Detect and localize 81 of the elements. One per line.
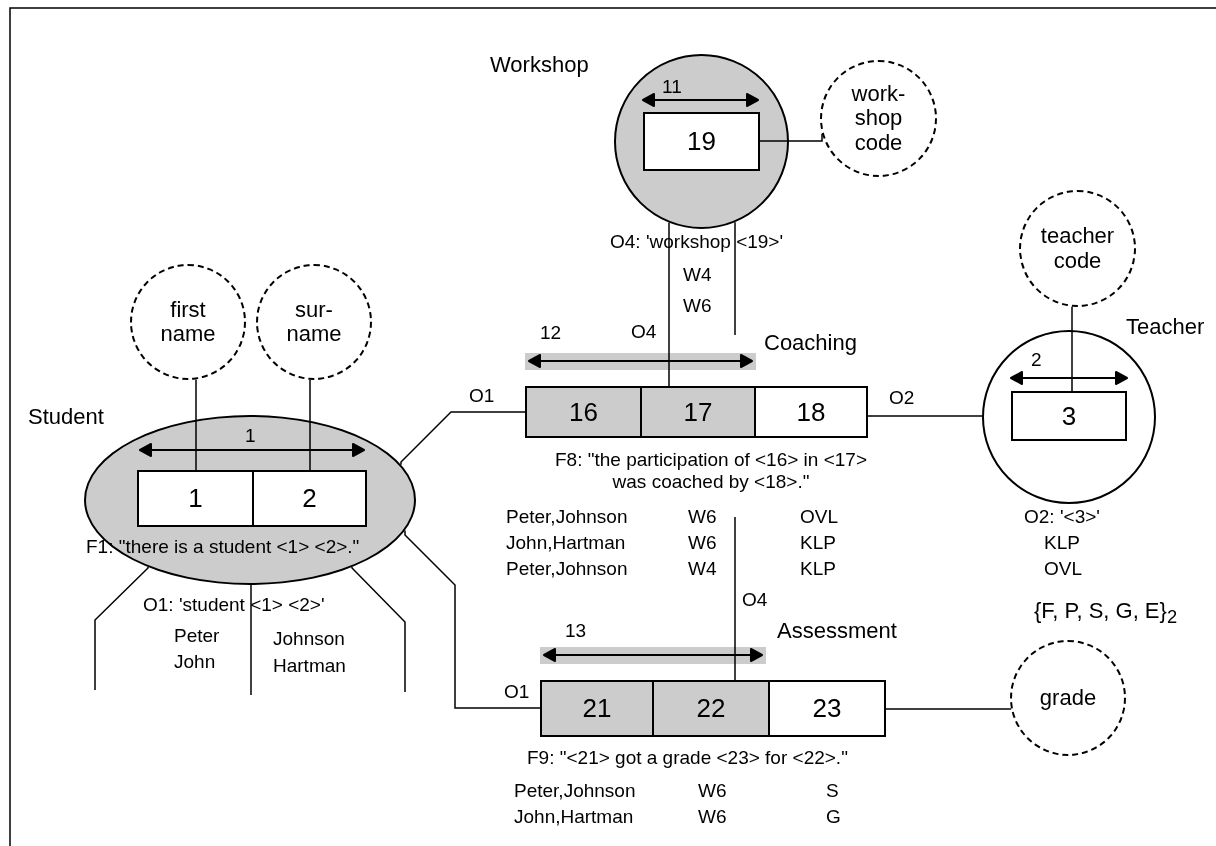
role-box xyxy=(768,680,886,737)
role-number: 3 xyxy=(1061,401,1077,431)
population-value: G xyxy=(826,806,841,828)
population-value: Johnson xyxy=(273,628,345,650)
fact-type-name: Assessment xyxy=(777,618,897,644)
connector-line xyxy=(759,132,823,142)
connector-line xyxy=(351,566,406,693)
population-value: W6 xyxy=(698,806,727,828)
population-value: S xyxy=(826,780,839,802)
population-value: Peter,Johnson xyxy=(506,506,628,528)
fact-type-name: Coaching xyxy=(764,330,857,356)
value-type-name: grade xyxy=(1039,685,1097,711)
role-number: 1 xyxy=(188,484,203,513)
role-number: 21 xyxy=(582,694,612,723)
value-type-name: teacher code xyxy=(1039,224,1116,273)
role-box xyxy=(754,386,868,438)
role-number: 23 xyxy=(812,694,842,723)
role-number: 19 xyxy=(687,127,716,156)
role-number: 17 xyxy=(683,397,713,427)
connector-line xyxy=(734,516,736,681)
population-value: Peter,Johnson xyxy=(514,780,636,802)
population-value: KLP xyxy=(1044,532,1080,554)
connector-line xyxy=(885,708,1012,710)
population-value: W4 xyxy=(683,264,712,286)
role-box xyxy=(652,680,770,737)
role-box xyxy=(640,386,756,438)
connector-line xyxy=(867,415,983,417)
entity-type-name: Teacher xyxy=(1126,314,1205,340)
population-value: OVL xyxy=(1044,558,1083,580)
object-type-expression: O2: '<3>' xyxy=(1024,506,1100,528)
connector-line xyxy=(195,378,197,471)
entity-type-name: Student xyxy=(28,404,104,430)
value-type-circle xyxy=(130,264,246,380)
connector-line xyxy=(309,379,311,471)
population-value: W6 xyxy=(698,780,727,802)
role-box xyxy=(252,470,367,527)
connector-line xyxy=(250,584,252,696)
constraint-number: 12 xyxy=(540,322,562,344)
population-value: W4 xyxy=(688,558,717,580)
entity-type-name: Workshop xyxy=(490,52,589,78)
role-number: 18 xyxy=(796,397,826,427)
population-value: John,Hartman xyxy=(514,806,634,828)
value-type-circle xyxy=(1019,190,1136,307)
population-value: John xyxy=(174,651,216,673)
role-number: 22 xyxy=(696,694,726,723)
connector-line xyxy=(668,221,670,387)
population-value: KLP xyxy=(800,532,836,554)
value-type-name: work- shop code xyxy=(850,82,907,155)
fact-expression: F1: "there is a student <1> <2>." xyxy=(86,536,360,558)
connector-line xyxy=(94,566,149,691)
fact-expression: F8: "the participation of <16> in <17> was coached by <18>." xyxy=(554,449,868,493)
role-box xyxy=(525,386,642,438)
role-box xyxy=(137,470,254,527)
constraint-number: 13 xyxy=(565,620,587,642)
population-value: KLP xyxy=(800,558,836,580)
role-number: 16 xyxy=(569,397,598,427)
constraint-number: 1 xyxy=(245,425,256,447)
value-type-name: first name xyxy=(159,297,217,347)
fact-expression: F9: "<21> got a grade <23> for <22>." xyxy=(527,747,848,769)
connector-line xyxy=(734,221,736,336)
population-value: Peter xyxy=(174,625,220,647)
population-value: Hartman xyxy=(273,655,346,677)
connector-line xyxy=(1071,305,1073,392)
role-box xyxy=(1011,391,1127,441)
population-value: W6 xyxy=(688,506,717,528)
constraint-number: 2 xyxy=(1031,349,1042,371)
value-type-circle xyxy=(820,60,937,177)
value-type-circle xyxy=(256,264,372,380)
value-type-name: sur- name xyxy=(285,297,343,347)
role-number: 2 xyxy=(302,484,317,513)
role-box xyxy=(540,680,654,737)
constraint-number: 11 xyxy=(662,76,682,98)
population-value: W6 xyxy=(688,532,717,554)
population-value: John,Hartman xyxy=(506,532,626,554)
connector-line xyxy=(404,529,541,709)
population-value: Peter,Johnson xyxy=(506,558,628,580)
population-value: OVL xyxy=(800,506,839,528)
population-value: W6 xyxy=(683,295,712,317)
role-box xyxy=(643,112,760,171)
connector-line xyxy=(400,411,526,466)
value-constraint: {F, P, S, G, E}$_{2}$ xyxy=(1034,598,1178,628)
